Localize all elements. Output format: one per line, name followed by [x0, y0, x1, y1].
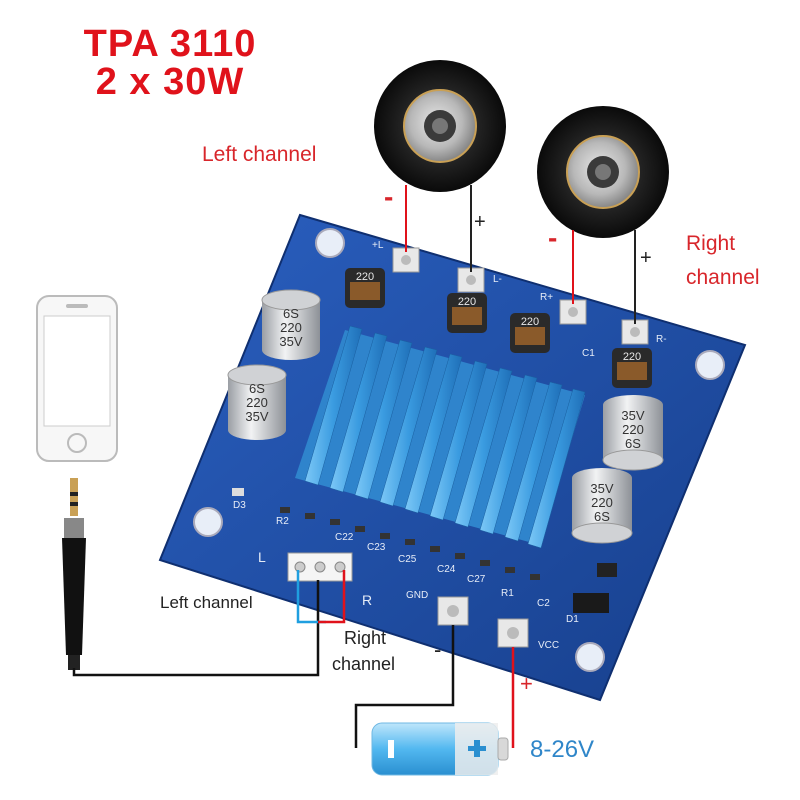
signal-wires [72, 570, 346, 677]
speaker-wires [405, 185, 636, 324]
inductor-2-label: 220 [458, 296, 476, 308]
silk-d1: D1 [566, 614, 579, 625]
silk-gnd: GND [406, 590, 428, 601]
right-speaker-label-line1: Right [686, 232, 736, 255]
cap-3-line3: 6S [625, 436, 641, 451]
inductors [345, 268, 652, 388]
inductor-3-label: 220 [521, 316, 539, 328]
cap-1-line3: 35V [279, 334, 302, 349]
silk-c23: C23 [367, 542, 386, 553]
cap-3-line2: 220 [622, 422, 644, 437]
right-speaker-minus: - [548, 222, 558, 253]
power-minus: - [434, 637, 442, 662]
silk-r-plus: R+ [540, 292, 553, 303]
right-speaker-label-line2: channel [686, 266, 760, 289]
silk-l: L [258, 549, 266, 565]
left-speaker [374, 60, 506, 192]
power-plus: + [520, 671, 533, 696]
inductor-labels: 220 220 220 220 [356, 271, 641, 363]
cap-2-line1: 6S [249, 381, 265, 396]
silk-c22: C22 [335, 532, 354, 543]
silk-c2: C2 [537, 598, 550, 609]
left-speaker-label: Left channel [202, 143, 317, 166]
cap-2-line3: 35V [245, 409, 268, 424]
voltage-label: 8-26V [530, 736, 595, 763]
cap-1-line1: 6S [283, 306, 299, 321]
phone [36, 295, 118, 462]
cap-2-line2: 220 [246, 395, 268, 410]
silkscreen: +L L- R+ R- GND VCC R L C1 D1 D3 R1 R2 C… [233, 240, 667, 651]
title-line1: TPA 3110 [83, 23, 257, 65]
input-left-label: Left channel [160, 593, 253, 612]
smd-components [232, 488, 617, 613]
right-speaker-plus: + [640, 247, 652, 269]
silk-vcc: VCC [538, 640, 559, 651]
cap-3-line1: 35V [621, 408, 644, 423]
left-speaker-plus: + [474, 211, 486, 233]
power-wires [354, 625, 515, 748]
silk-c25: C25 [398, 554, 417, 565]
left-speaker-minus: - [384, 181, 394, 212]
input-right-label-line2: channel [332, 654, 396, 674]
silk-c27: C27 [467, 574, 486, 585]
input-right-label-line1: Right [344, 628, 387, 648]
silk-r-minus: R- [656, 334, 667, 345]
power-terminals [437, 596, 529, 648]
battery [371, 722, 509, 776]
cap-4-line3: 6S [594, 509, 610, 524]
capacitor-labels: 6S 220 35V 6S 220 35V 35V 220 6S 35V 220… [245, 306, 644, 524]
silk-d3: D3 [233, 500, 246, 511]
inductor-1-label: 220 [356, 271, 374, 283]
cap-1-line2: 220 [280, 320, 302, 335]
silk-r: R [362, 592, 372, 608]
capacitors [227, 289, 664, 544]
silk-r1: R1 [501, 588, 514, 599]
silk-l-minus: L- [493, 274, 502, 285]
silk-c1: C1 [582, 348, 595, 359]
cap-4-line1: 35V [590, 481, 613, 496]
silk-r2: R2 [276, 516, 289, 527]
silk-c24: C24 [437, 564, 456, 575]
right-speaker [537, 106, 669, 238]
heatsink [295, 325, 586, 549]
cap-4-line2: 220 [591, 495, 613, 510]
silk-l-plus: +L [372, 240, 384, 251]
audio-jack [62, 478, 86, 670]
inductor-4-label: 220 [623, 351, 641, 363]
title-line2: 2 x 30W [95, 61, 245, 103]
